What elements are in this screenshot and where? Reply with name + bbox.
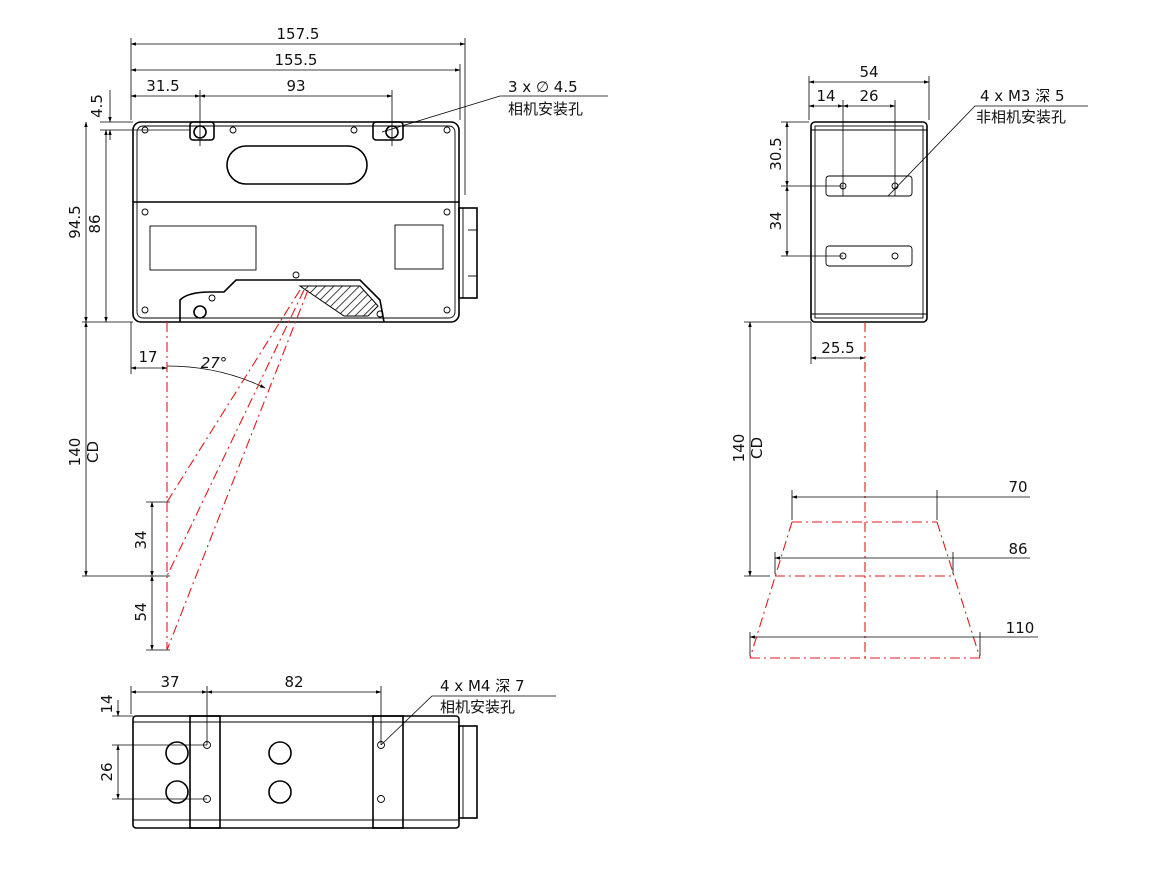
fov-mid: 86 [1008, 540, 1027, 558]
side-dim-cd-label: CD [748, 437, 766, 459]
bottom-hole-note-line1: 4 x M4 深 7 [440, 677, 525, 695]
bottom-bracket-right [372, 715, 404, 829]
hole-note-line1: 3 x ∅ 4.5 [508, 78, 578, 96]
side-hole-note-line1: 4 x M3 深 5 [980, 87, 1065, 105]
right-window [394, 224, 444, 270]
connector [458, 207, 478, 299]
fov-far: 110 [1006, 619, 1035, 637]
side-dim-hole-left: 14 [816, 87, 835, 105]
front-view: 157.5 155.5 31.5 93 4.5 94.5 86 17 27° 1… [66, 25, 608, 651]
bottom-hole-note-line2: 相机安装孔 [440, 698, 515, 716]
laser-aperture [298, 285, 379, 317]
round-hole-icon [268, 741, 292, 765]
side-view: 54 14 26 30.5 34 25.5 140 CD 70 86 110 4… [730, 63, 1088, 660]
side-dim-width: 54 [859, 63, 878, 81]
mount-hole-icon [193, 305, 207, 319]
dim-angle: 27° [201, 354, 228, 372]
dim-cd-value: 140 [66, 438, 84, 467]
round-hole-icon [268, 780, 292, 804]
m4-hole-icon [377, 795, 385, 803]
front-laser-beams [166, 289, 309, 651]
side-dim-top-offset: 30.5 [767, 137, 785, 170]
fov-near: 70 [1008, 478, 1027, 496]
dim-body-width: 155.5 [275, 51, 318, 69]
dim-top-offset: 4.5 [88, 94, 106, 118]
left-window [149, 225, 257, 271]
dim-total-width: 157.5 [277, 25, 320, 43]
round-hole-icon [165, 780, 189, 804]
side-dim-cd-value: 140 [730, 434, 748, 463]
front-housing [132, 121, 478, 323]
bottom-connector [458, 725, 478, 819]
side-dim-hole-pitch: 34 [767, 211, 785, 230]
m3-hole-icon [891, 252, 899, 260]
bottom-dim-left: 37 [160, 673, 179, 691]
bottom-dim-pitch: 26 [98, 762, 116, 781]
side-dim-hole-spacing: 26 [859, 87, 878, 105]
hole-note-line2: 相机安装孔 [508, 100, 583, 118]
dim-range-far: 54 [132, 602, 150, 621]
side-laser-fov [749, 322, 981, 660]
dim-total-height: 94.5 [66, 205, 84, 238]
side-dim-laser-center: 25.5 [821, 339, 854, 357]
bottom-view: 37 82 14 26 4 x M4 深 7 相机安装孔 [98, 673, 556, 829]
side-hole-note-line2: 非相机安装孔 [976, 108, 1066, 126]
bottom-dim-spacing: 82 [284, 673, 303, 691]
dim-cd-label: CD [84, 441, 102, 463]
dim-hole-spacing: 93 [286, 77, 305, 95]
dim-body-height: 86 [86, 214, 104, 233]
top-window [226, 145, 368, 185]
dim-left-hole: 31.5 [146, 77, 179, 95]
front-dimensions [82, 38, 608, 651]
bottom-dim-top: 14 [98, 694, 116, 713]
round-hole-icon [165, 741, 189, 765]
bottom-bracket-left [189, 715, 221, 829]
dim-laser-offset: 17 [138, 348, 157, 366]
dim-range-near: 34 [132, 530, 150, 549]
